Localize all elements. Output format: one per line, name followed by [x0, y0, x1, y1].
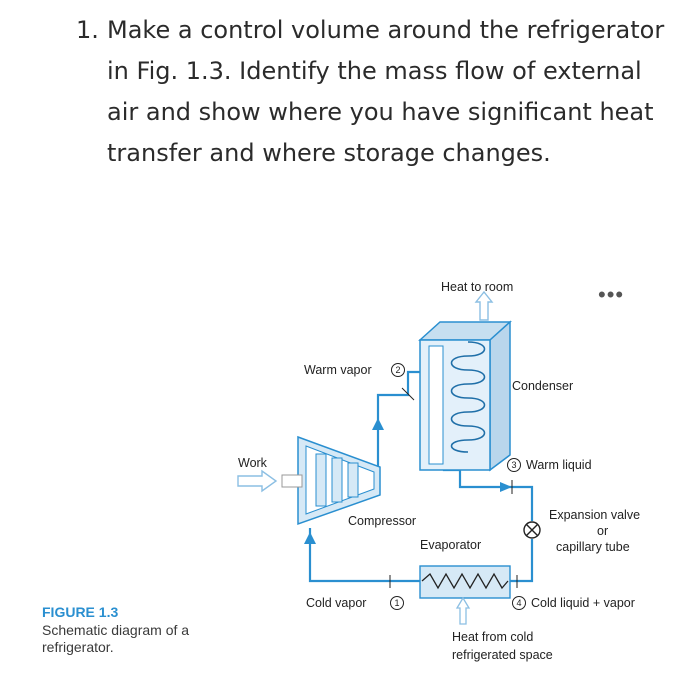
state-2-label: 2 [395, 365, 400, 375]
compressor [281, 435, 381, 526]
state-ticks [389, 387, 518, 588]
work-label: Work [238, 456, 268, 470]
condenser-label: Condenser [512, 379, 573, 393]
condenser-unit [418, 320, 512, 472]
heat-from-cold-label: Heat from cold [452, 630, 533, 644]
warm-vapor-label: Warm vapor [304, 363, 372, 377]
heat-to-room-label: Heat to room [441, 280, 513, 294]
more-horizontal-icon[interactable]: ••• [598, 282, 625, 307]
work-arrow [237, 469, 278, 493]
warm-liquid-label: Warm liquid [526, 458, 592, 472]
pipe-valve-to-evaporator [510, 539, 534, 583]
state-4-label: 4 [516, 598, 521, 608]
expansion-valve-label: Expansion valve [549, 508, 640, 522]
figure-caption: FIGURE 1.3 Schematic diagram of a refrig… [42, 602, 242, 656]
flow-arrow-right [500, 482, 512, 492]
pipe-evaporator-to-compressor [308, 528, 420, 583]
compressor-label: Compressor [348, 514, 416, 528]
cold-vapor-label: Cold vapor [306, 596, 366, 610]
expansion-valve [523, 521, 541, 539]
question-body: Make a control volume around the refrige… [107, 16, 665, 167]
cold-liquid-vapor-label: Cold liquid + vapor [531, 596, 635, 610]
or-label: or [597, 524, 608, 538]
figure-label: FIGURE 1.3 [42, 604, 119, 620]
state-3-label: 3 [511, 460, 516, 470]
question-number: 1. [76, 16, 99, 44]
evaporator [419, 565, 511, 599]
evaporator-label: Evaporator [420, 538, 481, 552]
state-1-label: 1 [394, 598, 399, 608]
capillary-tube-label: capillary tube [556, 540, 630, 554]
heat-from-cold-arrow [455, 596, 471, 625]
refrigerated-space-label: refrigerated space [452, 648, 553, 662]
heat-to-room-arrow [474, 290, 494, 321]
state-markers: 2 3 1 4 [390, 363, 526, 610]
figure-description: Schematic diagram of a refrigerator. [42, 622, 190, 655]
flow-arrow-up [372, 418, 384, 430]
flow-arrow-up-left [304, 532, 316, 544]
